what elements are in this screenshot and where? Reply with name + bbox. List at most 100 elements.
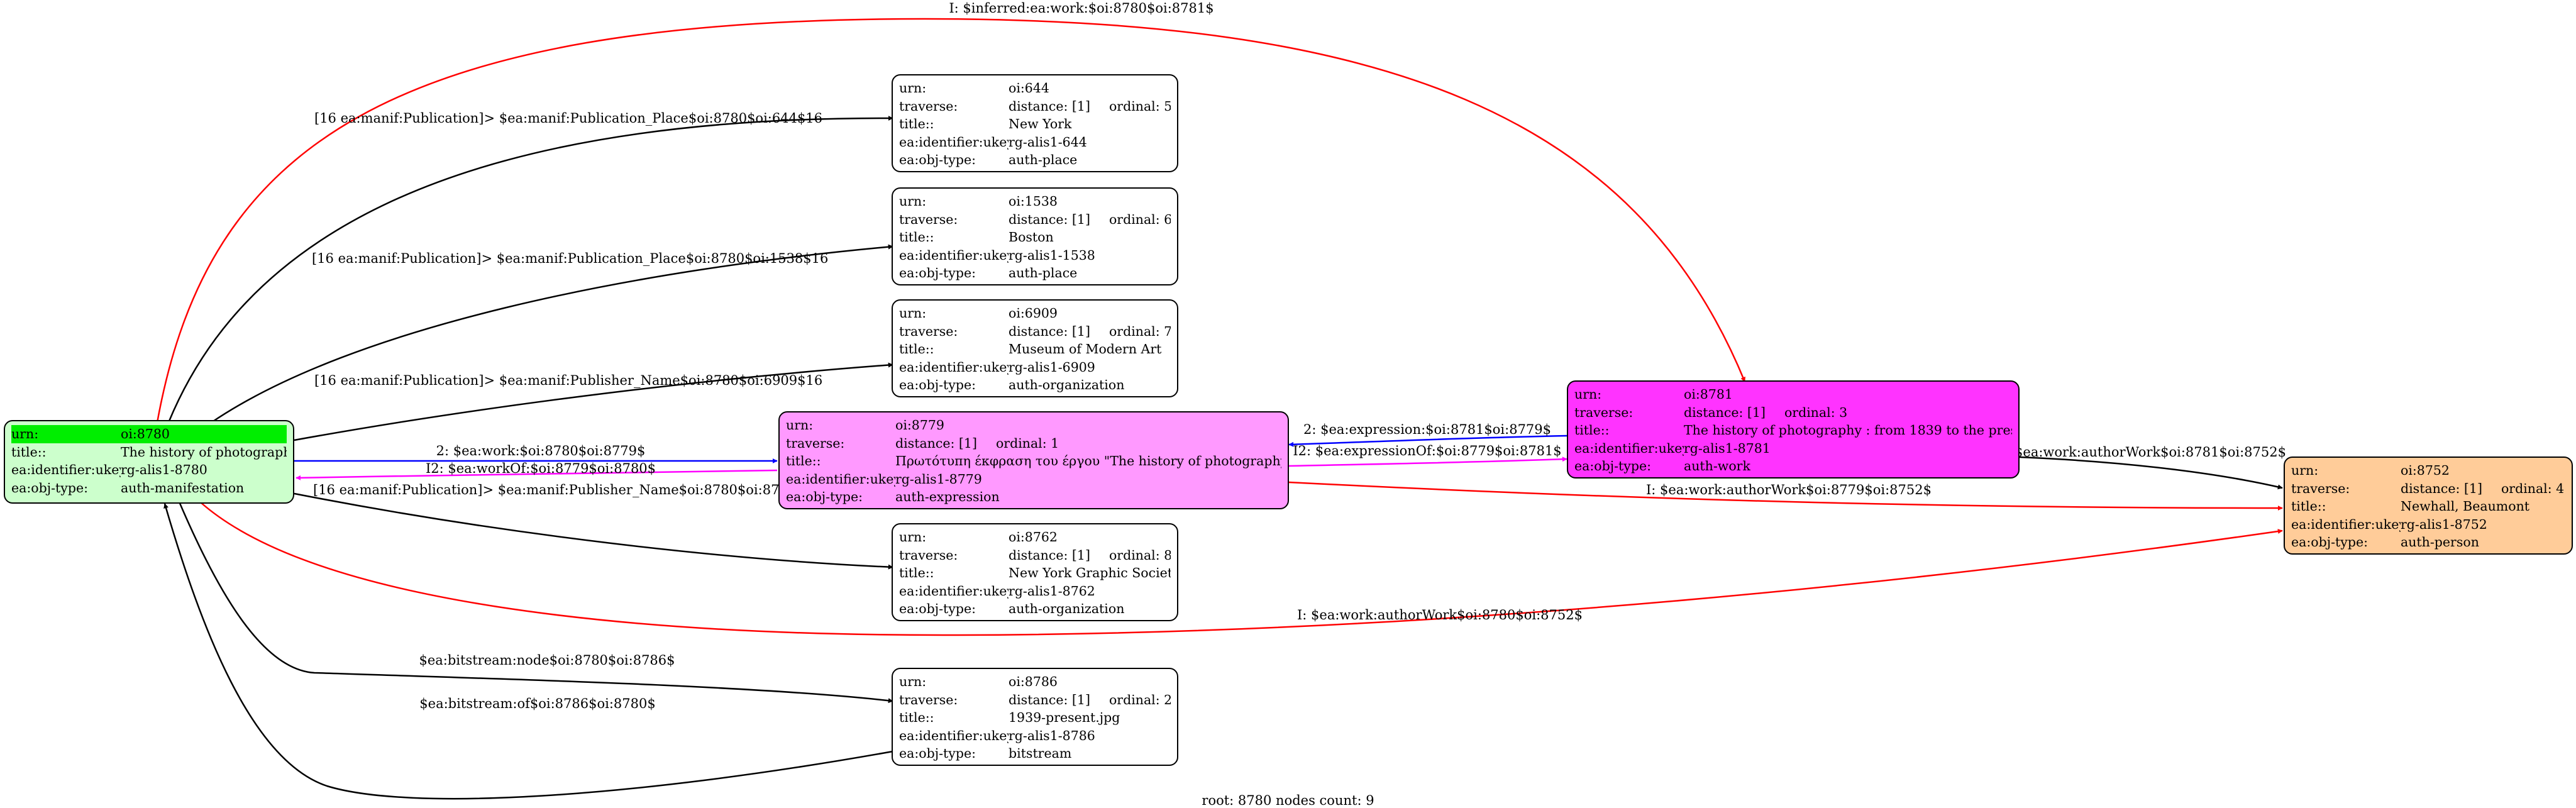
node-8762-urn-row: urn: oi:8762 xyxy=(899,528,1171,546)
objtype-value: auth-work xyxy=(1684,458,1750,474)
urn-key: urn: xyxy=(899,674,927,689)
objtype-key: ea:obj-type: xyxy=(899,601,976,617)
edge-e13 xyxy=(1288,481,2283,511)
ukey-key: ea:identifier:ukey xyxy=(899,359,1009,375)
edge-label-e14: $ea:work:authorWork$oi:8781$oi:8752$ xyxy=(2015,445,2286,460)
ukey-value: rg-alis1-8752 xyxy=(2401,516,2487,532)
title-key: title:: xyxy=(899,116,934,132)
urn-value: oi:644 xyxy=(1009,80,1049,96)
title-key: title:: xyxy=(1574,423,1610,438)
traverse-key: traverse: xyxy=(899,211,958,227)
ukey-key: ea:identifier:ukey xyxy=(11,462,121,478)
edge-label-e7: [16 ea:manif:Publication]> $ea:manif:Pub… xyxy=(313,482,821,497)
ukey-key: ea:identifier:ukey xyxy=(899,134,1009,150)
title-value: Πρωτότυπη έκφραση του έργου "The history… xyxy=(895,453,1281,469)
node-8762-objtype-row: ea:obj-type:auth-organization xyxy=(899,600,1171,618)
node-oi-8779[interactable]: urn:oi:8779 traverse:distance: [1]ordina… xyxy=(778,411,1289,509)
urn-value: oi:8762 xyxy=(1009,529,1058,545)
objtype-value: auth-person xyxy=(2401,534,2479,550)
ordinal-value: ordinal: 6 xyxy=(1108,211,1171,227)
edge-label-e6: I2: $ea:workOf:$oi:8779$oi:8780$ xyxy=(426,461,656,476)
edge-label-e8: I: $ea:work:authorWork$oi:8780$oi:8752$ xyxy=(1297,607,1583,623)
edge-label-e13: I: $ea:work:authorWork$oi:8779$oi:8752$ xyxy=(1646,482,1932,497)
edge-e8 xyxy=(199,501,2283,636)
ordinal-value: ordinal: 3 xyxy=(1784,404,1848,420)
urn-value: oi:8781 xyxy=(1684,387,1733,402)
ukey-value: rg-alis1-8780 xyxy=(121,462,207,478)
title-value: Newhall, Beaumont xyxy=(2401,499,2530,514)
objtype-value: auth-organization xyxy=(1009,377,1125,393)
node-8752-title-row: title::Newhall, Beaumont xyxy=(2291,497,2565,516)
urn-key: urn: xyxy=(1574,387,1602,402)
edge-e10 xyxy=(163,503,893,800)
title-value: The history of photography : from 1839 t… xyxy=(1684,423,2012,438)
title-key: title:: xyxy=(899,565,934,581)
node-oi-8786[interactable]: urn:oi:8786 traverse:distance: [1]ordina… xyxy=(892,668,1178,766)
node-6909-urn-row: urn: oi:6909 xyxy=(899,304,1171,323)
urn-value: oi:8779 xyxy=(895,418,944,433)
ukey-value: rg-alis1-8781 xyxy=(1684,440,1771,456)
node-oi-644[interactable]: urn:oi:644 traverse:distance: [1]ordinal… xyxy=(892,74,1178,172)
ukey-key: ea:identifier:ukey xyxy=(786,471,895,487)
title-key: title:: xyxy=(11,444,47,460)
title-key: title:: xyxy=(786,453,821,469)
node-oi-8762[interactable]: urn:oi:8762 traverse:distance: [1]ordina… xyxy=(892,523,1178,621)
node-8781-urn-row: urn: oi:8781 xyxy=(1574,385,2012,404)
title-key: title:: xyxy=(899,230,934,245)
traverse-key: traverse: xyxy=(786,435,845,451)
traverse-key: traverse: xyxy=(899,547,958,563)
node-oi-1538[interactable]: urn:oi:1538 traverse:distance: [1]ordina… xyxy=(892,187,1178,285)
node-oi-8780[interactable]: urn:oi:8780 title::The history of photog… xyxy=(4,420,294,504)
title-value: Museum of Modern Art xyxy=(1009,341,1162,357)
urn-value: oi:8786 xyxy=(1009,674,1058,689)
node-644-title-row: title::New York xyxy=(899,115,1171,133)
node-8780-urn-row: urn:oi:8780 xyxy=(11,425,287,443)
node-644-objtype-row: ea:obj-type:auth-place xyxy=(899,151,1171,169)
ukey-value: rg-alis1-6909 xyxy=(1009,359,1095,375)
objtype-key: ea:obj-type: xyxy=(2291,534,2368,550)
urn-value: oi:8780 xyxy=(121,426,170,441)
node-8779-title-row: title::Πρωτότυπη έκφραση του έργου "The … xyxy=(786,452,1281,470)
ukey-key: ea:identifier:ukey xyxy=(2291,516,2401,532)
distance-value: distance: [1] xyxy=(1009,98,1090,114)
edge-e4 xyxy=(294,362,893,441)
urn-key: urn: xyxy=(899,306,927,321)
objtype-value: bitstream xyxy=(1009,746,1072,761)
ordinal-value: ordinal: 1 xyxy=(995,435,1059,451)
node-6909-objtype-row: ea:obj-type:auth-organization xyxy=(899,376,1171,394)
edge-label-e9: $ea:bitstream:node$oi:8780$oi:8786$ xyxy=(419,653,675,668)
ukey-value: rg-alis1-644 xyxy=(1009,134,1087,150)
ukey-key: ea:identifier:ukey xyxy=(899,583,1009,599)
node-1538-objtype-row: ea:obj-type:auth-place xyxy=(899,264,1171,282)
title-value: New York xyxy=(1009,116,1072,132)
traverse-key: traverse: xyxy=(899,323,958,339)
edge-label-e11: 2: $ea:expression:$oi:8781$oi:8779$ xyxy=(1303,422,1551,437)
graph-footer: root: 8780 nodes count: 9 xyxy=(1202,793,1374,808)
node-8762-title-row: title::New York Graphic Society xyxy=(899,564,1171,582)
ordinal-value: ordinal: 8 xyxy=(1108,547,1171,563)
ukey-value: rg-alis1-8786 xyxy=(1009,728,1095,743)
node-6909-traverse-row: traverse:distance: [1]ordinal: 7 xyxy=(899,323,1171,341)
node-oi-6909[interactable]: urn: oi:6909 traverse:distance: [1]ordina… xyxy=(892,299,1178,397)
node-1538-urn-row: urn:oi:1538 xyxy=(899,192,1171,211)
node-oi-8752[interactable]: urn:oi:8752 traverse:distance: [1]ordina… xyxy=(2284,457,2573,555)
objtype-value: auth-expression xyxy=(895,489,1000,505)
edge-e9 xyxy=(178,501,893,704)
urn-value: oi:6909 xyxy=(1009,306,1058,321)
ukey-value: rg-alis1-8779 xyxy=(895,471,982,487)
node-8786-urn-row: urn: oi:8786 xyxy=(899,673,1171,691)
edge-e2 xyxy=(167,115,893,423)
urn-value: oi:1538 xyxy=(1009,194,1058,209)
node-8779-traverse-row: traverse:distance: [1]ordinal: 1 xyxy=(786,434,1281,453)
node-oi-8781[interactable]: urn:oi:8781 traverse:distance: [1]ordina… xyxy=(1567,380,2020,479)
objtype-key: ea:obj-type: xyxy=(899,265,976,281)
urn-value: oi:8752 xyxy=(2401,463,2450,478)
urn-key: urn: xyxy=(899,529,927,545)
traverse-key: traverse: xyxy=(899,98,958,114)
